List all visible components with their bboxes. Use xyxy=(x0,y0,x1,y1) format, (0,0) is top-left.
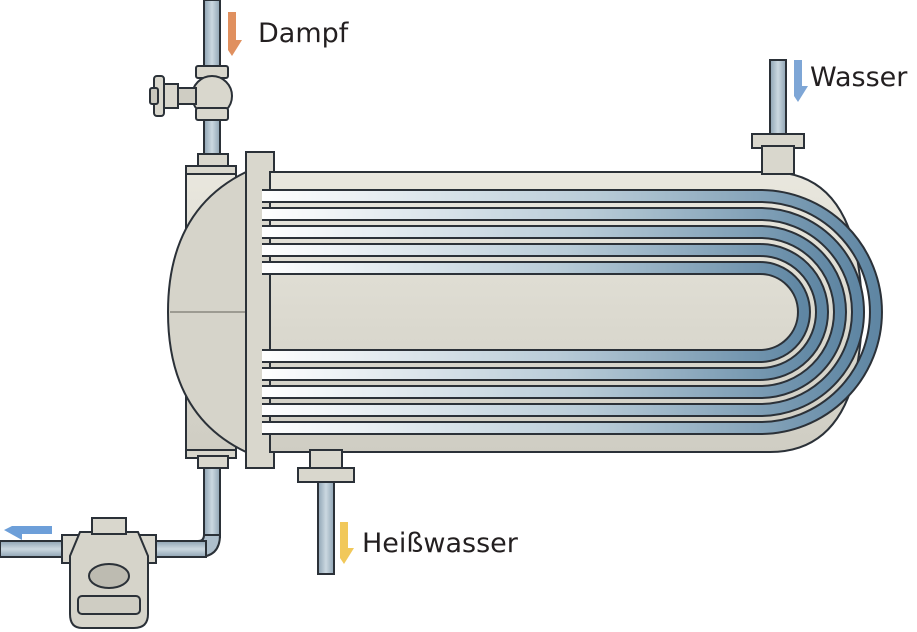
condensate-pipe-vertical xyxy=(203,464,221,538)
u-tube-bundle xyxy=(262,189,883,435)
water-inlet-arrow-icon xyxy=(794,60,808,102)
steam-label: Dampf xyxy=(258,18,349,49)
steam-chamber-flange-top xyxy=(185,153,237,177)
hot-water-outlet-arrow-icon xyxy=(340,522,354,564)
hot-water-outlet-pipe xyxy=(317,477,335,575)
hot-water-label: Heißwasser xyxy=(362,528,518,559)
steam-chamber-flange-bottom xyxy=(185,447,237,469)
steam-inlet-arrow-icon xyxy=(228,12,242,56)
condensate-outlet-arrow-icon xyxy=(4,526,52,540)
water-inlet-label: Wasser xyxy=(810,62,908,93)
water-inlet-nozzle xyxy=(751,133,805,175)
water-inlet-pipe xyxy=(769,59,787,141)
hot-water-outlet-nozzle xyxy=(297,449,355,483)
steam-valve xyxy=(149,65,233,121)
valve-handwheel-icon xyxy=(149,75,165,117)
steam-trap-icon xyxy=(61,517,157,629)
